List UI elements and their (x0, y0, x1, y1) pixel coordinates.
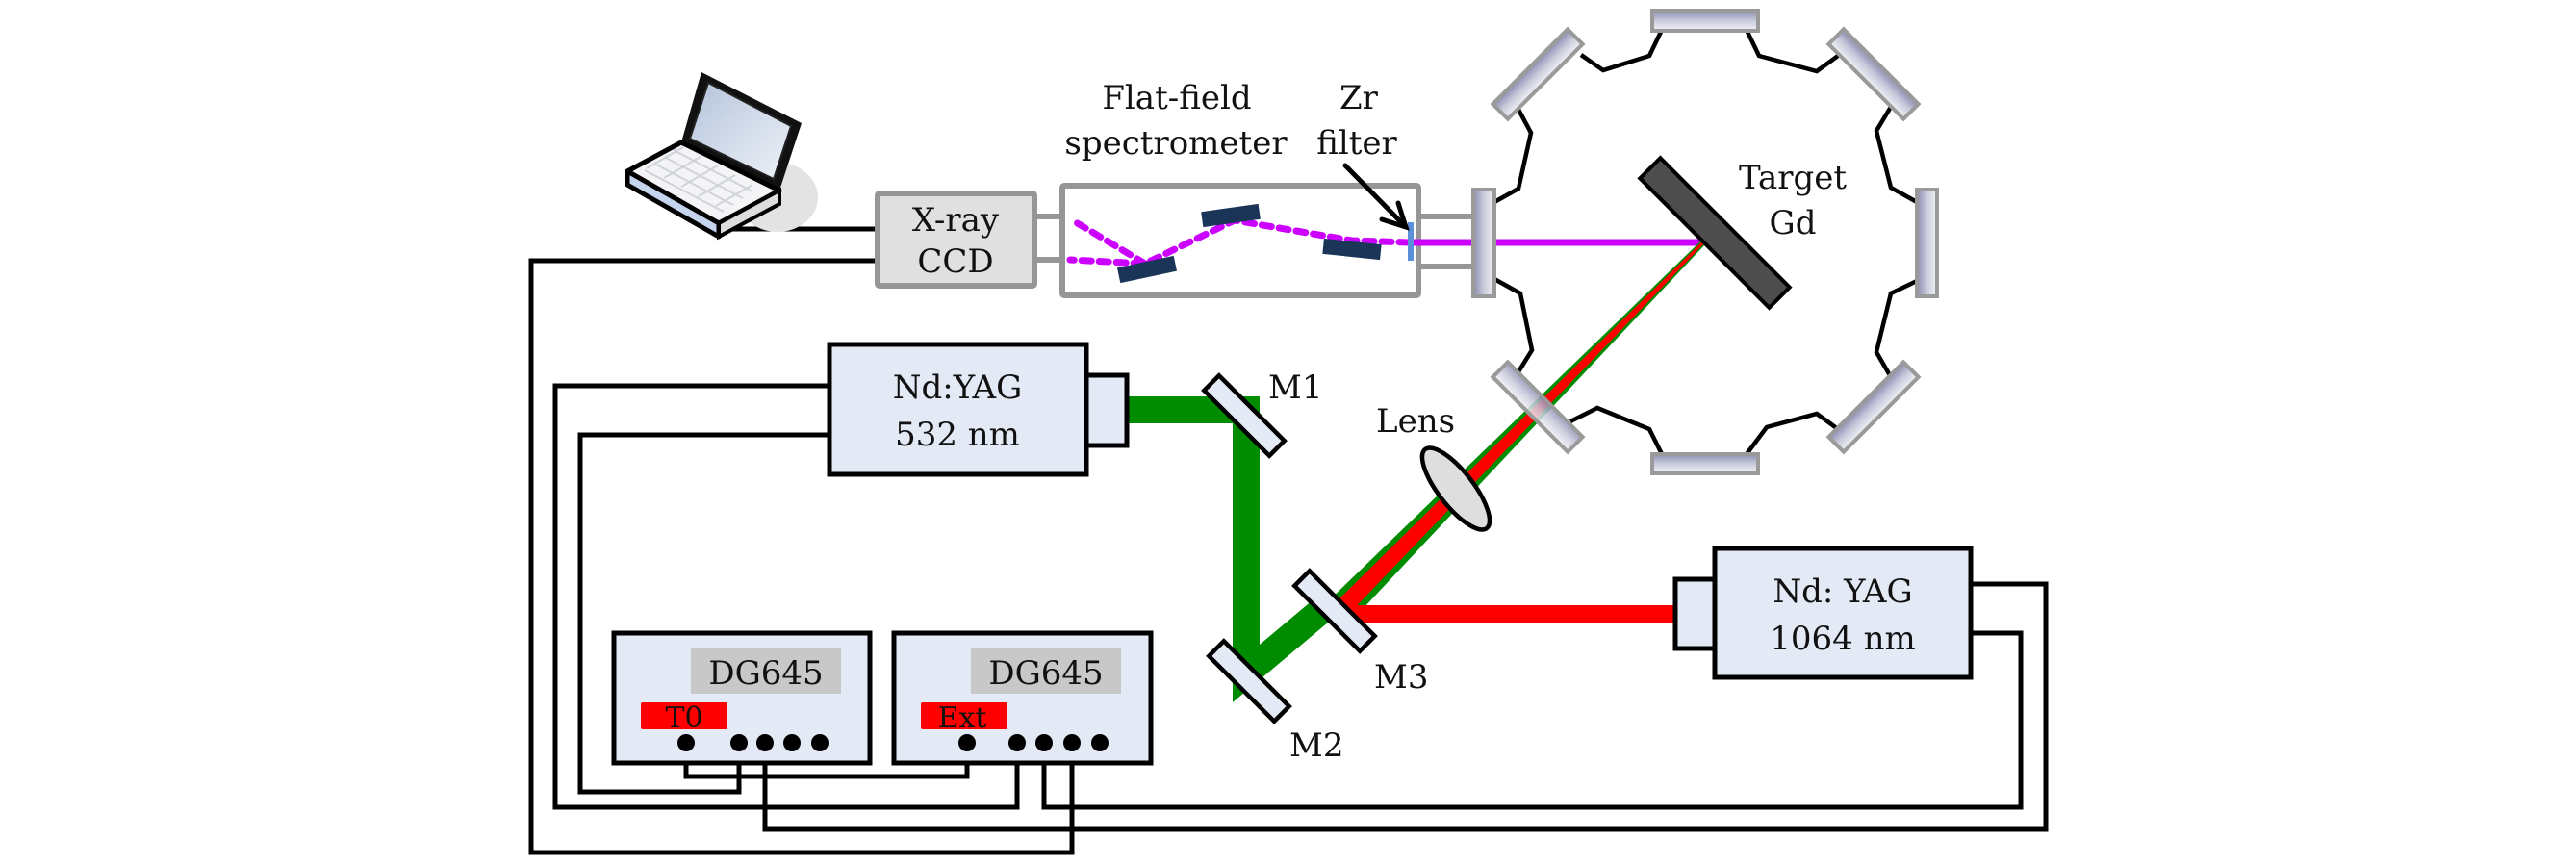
flat-field-spectrometer: Flat-field spectrometer Zr filter (1059, 79, 1473, 298)
grating-1 (1116, 255, 1178, 284)
window-right (1915, 188, 1939, 298)
zr-filter-label-line1: Zr (1339, 79, 1379, 117)
lens-label: Lens (1376, 402, 1455, 441)
port-2e (1091, 734, 1109, 751)
green-beam (1127, 396, 1344, 703)
window-bottom (1650, 452, 1760, 475)
port-2d (1063, 734, 1081, 751)
laser-1064-label-line1: Nd: YAG (1773, 572, 1912, 611)
target-chamber (1471, 9, 1939, 475)
m3-label: M3 (1374, 658, 1428, 697)
window-top (1650, 9, 1760, 33)
zr-filter-label-line2: filter (1316, 124, 1397, 163)
mirror-m3: M3 (1291, 568, 1428, 697)
dg645-2-ports (958, 734, 1109, 751)
spectrometer-label-line1: Flat-field (1102, 79, 1251, 117)
cable-dg645-2-1064 (1041, 630, 2024, 810)
spectrometer-label-line2: spectrometer (1064, 124, 1288, 163)
ccd-label-line1: X-ray (912, 201, 1000, 240)
laser-532-label-line1: Nd:YAG (893, 368, 1023, 407)
arrow-icon (1342, 163, 1410, 231)
laser-beams (1127, 241, 1705, 703)
port-2b (1008, 734, 1026, 751)
cable-dg645-1-1064 (762, 581, 2049, 832)
dg645-2-label: DG645 (988, 654, 1103, 693)
ccd-label-line2: CCD (917, 242, 993, 281)
port-t0 (677, 734, 695, 751)
laser-532-label-line2: 532 nm (895, 416, 1020, 454)
window-upper-left (1490, 26, 1586, 122)
cable-ccd-dg645-2 (528, 258, 1075, 855)
mirror-m2: M2 (1206, 638, 1343, 765)
laser-1064-label-line2: 1064 nm (1770, 620, 1915, 658)
window-upper-right (1825, 26, 1922, 122)
ext-label: Ext (938, 701, 987, 735)
target: Target Gd (1637, 155, 1847, 311)
focusing-lens: Lens (1376, 402, 1492, 532)
cable-532-dg645-2 (552, 383, 1020, 810)
window-lower-left (1490, 359, 1586, 455)
port-1b (730, 734, 748, 751)
target-label-line1: Target (1739, 159, 1847, 197)
window-lower-right (1825, 359, 1922, 455)
grating-3 (1322, 238, 1382, 261)
mirror-m1: M1 (1201, 368, 1322, 459)
dg645-delay-generator-2: DG645 Ext (891, 630, 1154, 766)
window-left (1471, 188, 1496, 298)
port-1d (783, 734, 801, 751)
target-label-line2: Gd (1770, 204, 1817, 242)
xray-ccd: X-ray CCD (875, 191, 1062, 289)
m1-label: M1 (1268, 368, 1322, 407)
dg645-1-ports (677, 734, 829, 751)
port-2c (1035, 734, 1053, 751)
zr-filter (1408, 222, 1414, 261)
m2-label: M2 (1289, 726, 1343, 765)
port-1c (756, 734, 774, 751)
t0-label: T0 (665, 701, 702, 735)
dg645-delay-generator-1: DG645 T0 (611, 630, 873, 766)
port-ext (958, 734, 976, 751)
laser-532: Nd:YAG 532 nm (827, 342, 1130, 477)
dg645-1-label: DG645 (708, 654, 823, 693)
grating-2 (1201, 203, 1261, 228)
laptop-icon (625, 72, 818, 241)
cables (528, 226, 2049, 855)
laser-1064: Nd: YAG 1064 nm (1672, 546, 1974, 680)
red-converging-beam (1330, 241, 1704, 620)
port-1e (811, 734, 829, 751)
